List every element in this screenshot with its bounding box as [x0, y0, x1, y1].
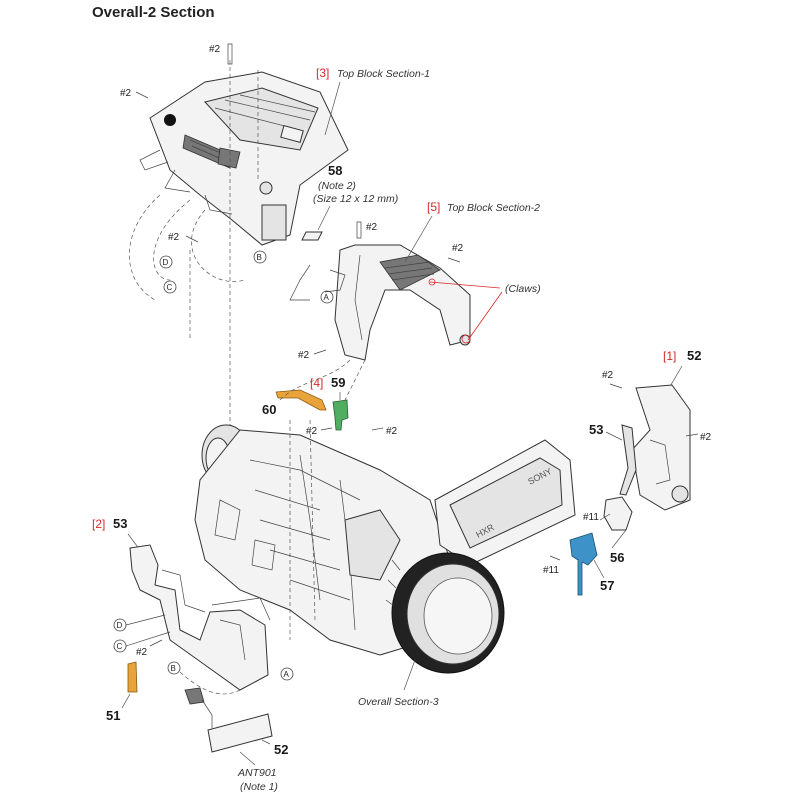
ant901-label: ANT901 — [237, 767, 277, 779]
svg-text:B: B — [257, 253, 262, 262]
tag-c-upper: C — [163, 280, 177, 294]
top-block-section-1-housing — [139, 71, 349, 246]
screw-label: #2 — [298, 350, 310, 361]
tag-a-lower: A — [280, 667, 294, 681]
ref4-label: [4] — [310, 376, 323, 390]
part-57-number: 57 — [600, 578, 614, 593]
page-title: Overall-2 Section — [92, 4, 215, 21]
part-56-number: 56 — [610, 550, 624, 565]
claws-label: (Claws) — [505, 283, 541, 295]
tag-d-upper: D — [159, 255, 173, 269]
part-56-gear — [603, 496, 633, 531]
svg-text:B: B — [171, 664, 176, 673]
size-note: (Size 12 x 12 mm) — [313, 193, 398, 205]
screw-label: #2 — [602, 370, 614, 381]
screw-label: #2 — [120, 88, 132, 99]
tag-d-lower: D — [113, 618, 127, 632]
tag-c-lower: C — [113, 639, 127, 653]
part-51-flex — [127, 661, 138, 693]
overall-section-3-label: Overall Section-3 — [358, 696, 439, 708]
screw-label: #2 — [306, 426, 318, 437]
screw-label: #2 — [386, 426, 398, 437]
ref-top2-index: [5] — [427, 200, 440, 214]
screw-label: #2 — [452, 243, 464, 254]
screw-label: #11 — [543, 565, 559, 576]
part-55-strip — [619, 424, 637, 496]
svg-text:C: C — [167, 283, 173, 292]
claws-lead — [467, 291, 503, 341]
camera-main-body: SONY HXR — [194, 424, 576, 674]
part-53-number: 53 — [113, 516, 127, 531]
screw-label: #11 — [583, 512, 599, 523]
screw-group-top1: #2 #2 #2 — [120, 43, 233, 243]
claws-lead — [429, 281, 501, 289]
part-59-board — [332, 399, 349, 431]
note-2: (Note 2) — [318, 180, 356, 192]
part-54-cover — [631, 384, 691, 511]
tag-a-upper: A — [320, 290, 334, 304]
note-1: (Note 1) — [240, 781, 278, 793]
ref-top1-name: Top Block Section-1 — [337, 68, 430, 80]
ref2-label: [2] — [92, 517, 105, 531]
svg-text:C: C — [117, 642, 123, 651]
part-51-number: 51 — [106, 708, 120, 723]
ref-top1-index: [3] — [316, 66, 329, 80]
tag-b-lower: B — [167, 661, 181, 675]
part-55-number: 53 — [589, 422, 603, 437]
top-block-section-2-housing — [289, 244, 471, 361]
part-52-number: 52 — [274, 742, 288, 757]
tag-b-upper: B — [253, 250, 267, 264]
part-60-flex — [275, 389, 327, 411]
part-52-antenna — [207, 713, 273, 753]
ref1-label: [1] — [663, 349, 676, 363]
part-59-number: 59 — [331, 375, 345, 390]
screw-label: #2 — [700, 432, 712, 443]
part-58-sheet — [301, 231, 323, 241]
part-60-number: 60 — [262, 402, 276, 417]
svg-text:D: D — [163, 258, 169, 267]
antenna-connector — [184, 687, 205, 705]
ref-top2-name: Top Block Section-2 — [447, 202, 540, 214]
screw-label: #2 — [366, 222, 378, 233]
part-53-bracket — [129, 544, 271, 691]
svg-text:A: A — [324, 293, 330, 302]
svg-text:A: A — [284, 670, 290, 679]
screw-label: #2 — [168, 232, 180, 243]
screw-label: #2 — [209, 44, 221, 55]
screw-label: #2 — [136, 647, 148, 658]
svg-text:D: D — [117, 621, 123, 630]
part-57-switch — [569, 532, 598, 596]
part-58-number: 58 — [328, 163, 342, 178]
part-54-number: 52 — [687, 348, 701, 363]
